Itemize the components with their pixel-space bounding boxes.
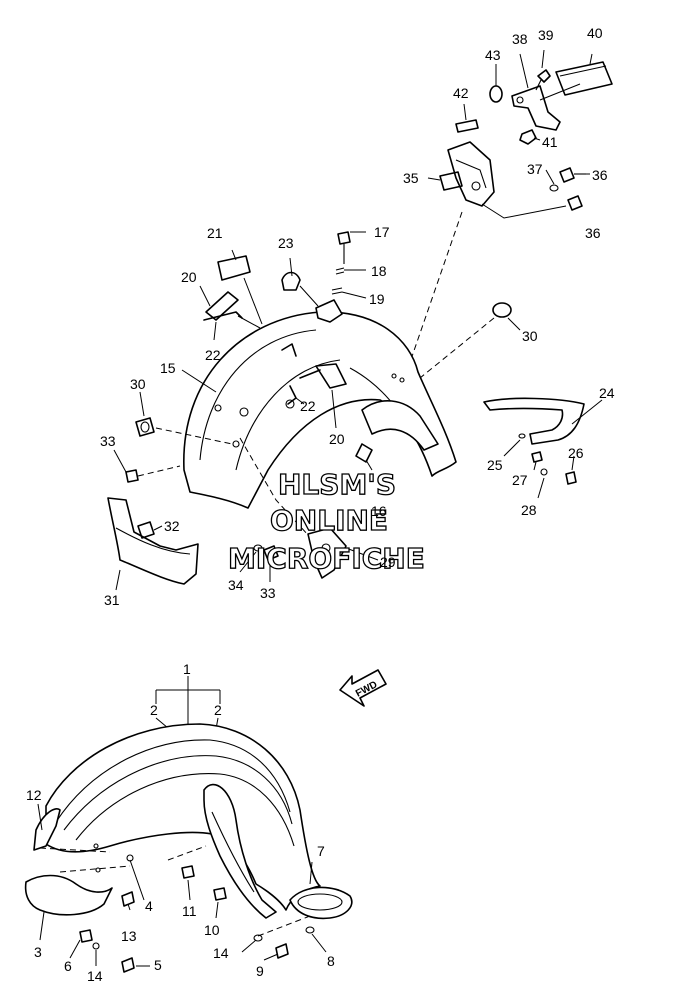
callout-10: 10: [204, 922, 220, 938]
callout-13: 13: [121, 928, 137, 944]
callout-16: 16: [371, 503, 387, 519]
callout-33-left: 33: [100, 433, 116, 449]
callout-25: 25: [487, 457, 503, 473]
fender-hardware-upper: [181, 231, 373, 471]
callout-24: 24: [599, 385, 615, 401]
watermark: HLSM'S ONLINE MICROFICHE: [227, 467, 425, 575]
callout-14-right: 14: [213, 945, 229, 961]
callout-21: 21: [207, 225, 223, 241]
callout-7: 7: [317, 843, 325, 859]
callout-2-left: 2: [150, 702, 158, 718]
callout-42: 42: [453, 85, 469, 101]
callout-36-lower: 36: [585, 225, 601, 241]
license-bracket-assembly: [427, 49, 613, 219]
callout-23: 23: [278, 235, 294, 251]
callout-41: 41: [542, 134, 558, 150]
callout-43: 43: [485, 47, 501, 63]
callout-39: 39: [538, 27, 554, 43]
callout-14-left: 14: [87, 968, 103, 984]
callout-5: 5: [154, 957, 162, 973]
callout-37: 37: [527, 161, 543, 177]
callout-33-lower: 33: [260, 585, 276, 601]
callout-22-upper: 22: [205, 347, 221, 363]
side-cover: [107, 497, 199, 591]
watermark-line-2: ONLINE: [270, 504, 388, 537]
callout-32: 32: [164, 518, 180, 534]
callout-30-left: 30: [130, 376, 146, 392]
callout-38: 38: [512, 31, 528, 47]
callout-35: 35: [403, 170, 419, 186]
callout-26: 26: [568, 445, 584, 461]
watermark-line-1: HLSM'S: [278, 468, 396, 501]
watermark-line-3: MICROFICHE: [228, 542, 425, 575]
callout-34: 34: [228, 577, 244, 593]
grab-rail: [483, 397, 603, 499]
grommet-mount-line: [419, 317, 495, 379]
callout-30-right: 30: [522, 328, 538, 344]
callout-27: 27: [512, 472, 528, 488]
part-callouts: 40 39 38 43 42 41 37 36 35 36 21 17 23 1…: [26, 25, 615, 984]
callout-22-lower: 22: [300, 398, 316, 414]
callout-17: 17: [374, 224, 390, 240]
rear-fender-lower: [24, 676, 353, 973]
callout-8: 8: [327, 953, 335, 969]
fender-fasteners: [113, 437, 379, 582]
callout-1: 1: [183, 661, 191, 677]
callout-20-lower: 20: [329, 431, 345, 447]
callout-4: 4: [145, 898, 153, 914]
grommets: [135, 302, 521, 445]
callout-3: 3: [34, 944, 42, 960]
bracket-mount-line: [407, 211, 463, 369]
forward-direction-arrow: FWD: [339, 669, 387, 707]
callout-2-right: 2: [214, 702, 222, 718]
callout-6: 6: [64, 958, 72, 974]
callout-40: 40: [587, 25, 603, 41]
callout-11: 11: [182, 903, 197, 919]
callout-31: 31: [104, 592, 120, 608]
callout-9: 9: [256, 963, 264, 979]
callout-20-upper: 20: [181, 269, 197, 285]
callout-29: 29: [380, 554, 396, 570]
callout-36-upper: 36: [592, 167, 608, 183]
callout-28: 28: [521, 502, 537, 518]
callout-12: 12: [26, 787, 42, 803]
callout-18: 18: [371, 263, 387, 279]
callout-15: 15: [160, 360, 176, 376]
callout-19: 19: [369, 291, 385, 307]
